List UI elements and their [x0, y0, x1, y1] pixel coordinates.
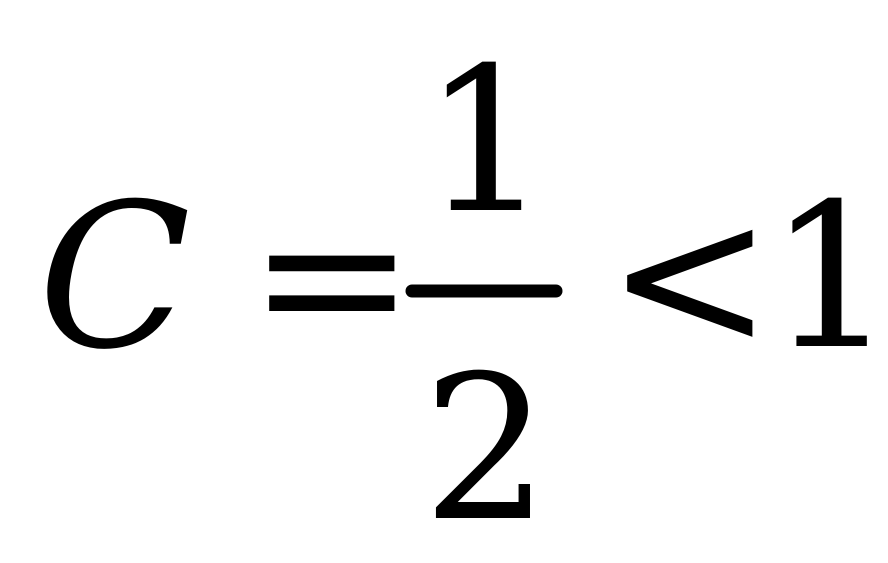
variable-c: C — [38, 161, 191, 394]
rhs-value: 1 — [768, 161, 888, 394]
less-than-sign: < — [606, 161, 774, 394]
equals-sign: = — [248, 161, 416, 394]
fraction-numerator: 1 — [422, 25, 549, 258]
fraction-denominator: 2 — [422, 333, 549, 563]
